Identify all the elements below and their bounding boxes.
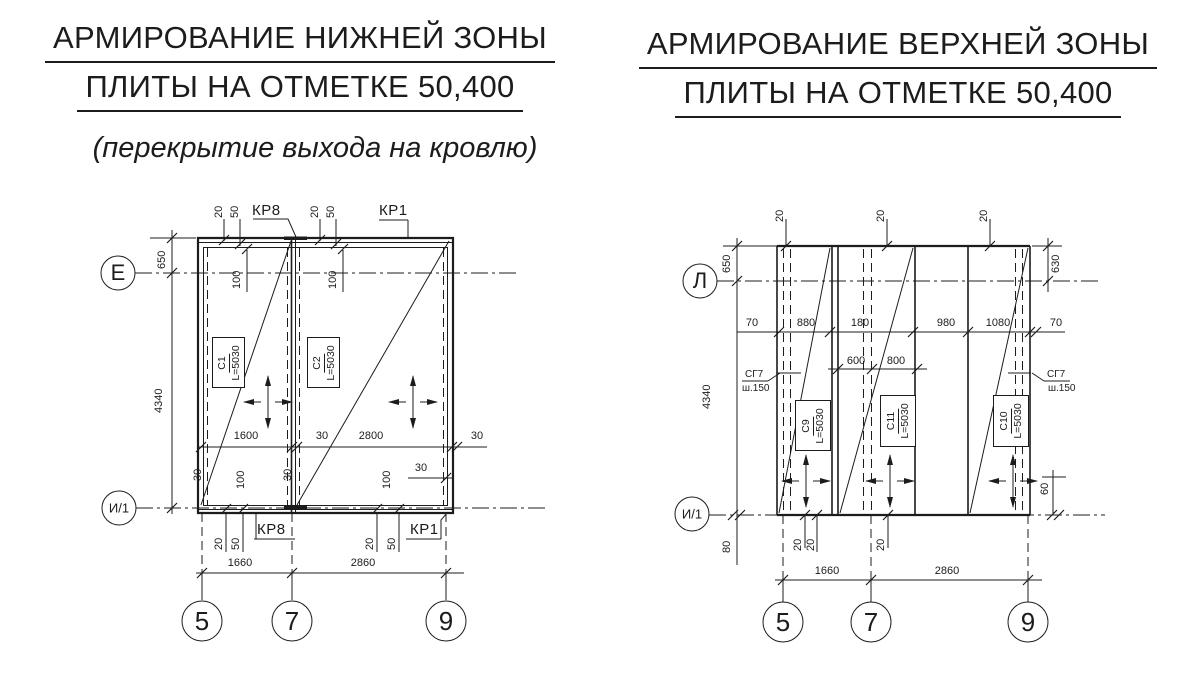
dim-30-label: 30	[192, 468, 204, 481]
dim-980-label: 980	[936, 317, 956, 329]
dim-70-label: 70	[1049, 317, 1063, 329]
left-title: АРМИРОВАНИЕ НИЖНЕЙ ЗОНЫ ПЛИТЫ НА ОТМЕТКЕ…	[40, 20, 560, 112]
grid-axis-label-i1: И/1	[108, 500, 130, 516]
grid-axis-label-i1: И/1	[681, 506, 703, 522]
dim-20-label: 20	[805, 538, 817, 551]
left-title-line2: ПЛИТЫ НА ОТМЕТКЕ 50,400	[77, 69, 523, 112]
mesh-tag-c10: С10 L=5030	[993, 395, 1029, 447]
dim-4340-label: 4340	[153, 388, 165, 413]
dim-180-label: 180	[850, 317, 870, 329]
dim-20-label: 20	[792, 538, 804, 551]
dim-630-label: 630	[1050, 254, 1062, 273]
mesh-mark: С1	[215, 352, 230, 373]
dim-1660-label: 1660	[814, 565, 840, 577]
dim-100-label: 100	[235, 470, 247, 489]
mesh-length: L=5030	[899, 403, 911, 439]
rebar-mark-kr8-top: КР8	[252, 202, 281, 219]
left-plan-lines	[100, 218, 545, 642]
grid-axis-label-9: 9	[438, 606, 454, 636]
mesh-tag-c11: С11 L=5030	[880, 395, 916, 447]
dim-2860-label: 2860	[934, 565, 960, 577]
mesh-tag-c2: С2 L=5030	[307, 337, 340, 388]
mesh-length: L=5030	[1012, 403, 1024, 439]
mesh-tag-c9: С9 L=5030	[795, 400, 831, 451]
gasket-pitch-right: ш.150	[1048, 383, 1076, 394]
dim-1600-label: 1600	[233, 430, 259, 442]
mesh-mark: С2	[310, 352, 325, 373]
dim-50-label: 50	[229, 205, 241, 218]
dim-1660-label: 1660	[227, 557, 253, 569]
left-title-line1: АРМИРОВАНИЕ НИЖНЕЙ ЗОНЫ	[45, 20, 555, 63]
dim-650-label: 650	[721, 254, 733, 273]
right-title-line1: АРМИРОВАНИЕ ВЕРХНЕЙ ЗОНЫ	[638, 26, 1158, 69]
mesh-mark: С10	[998, 408, 1012, 434]
left-subtitle: (перекрытие выхода на кровлю)	[92, 132, 538, 164]
gasket-mark-sg7-right: СГ7	[1047, 369, 1066, 380]
dim-30-label: 30	[282, 468, 294, 481]
grid-axis-label-7: 7	[284, 606, 300, 636]
right-plan-lines	[674, 219, 1105, 643]
mesh-mark: С9	[800, 415, 814, 436]
rebar-mark-kr1-top: КР1	[379, 202, 408, 219]
rebar-mark-kr1-bottom: КР1	[410, 521, 439, 538]
dim-100-label: 100	[381, 470, 393, 489]
mesh-mark: С11	[885, 408, 899, 434]
dim-50-label: 50	[230, 537, 242, 550]
mesh-tag-c1: С1 L=5030	[212, 337, 245, 388]
dim-20-label: 20	[978, 209, 990, 222]
dim-20-label: 20	[875, 209, 887, 222]
dim-2800-label: 2800	[358, 430, 384, 442]
right-title-line2: ПЛИТЫ НА ОТМЕТКЕ 50,400	[675, 75, 1121, 118]
dim-20-label: 20	[213, 205, 225, 218]
dim-30-label: 30	[470, 430, 484, 442]
gasket-mark-sg7-left: СГ7	[745, 369, 764, 380]
grid-axis-label-l: Л	[692, 268, 708, 293]
right-title: АРМИРОВАНИЕ ВЕРХНЕЙ ЗОНЫ ПЛИТЫ НА ОТМЕТК…	[628, 26, 1168, 118]
grid-axis-label-e: Е	[110, 260, 126, 285]
dim-70-label: 70	[745, 317, 759, 329]
dim-20-label: 20	[774, 209, 786, 222]
grid-axis-label-5: 5	[775, 607, 791, 637]
dim-20-label: 20	[213, 537, 225, 550]
dim-60-label: 60	[1039, 482, 1051, 495]
mesh-length: L=5030	[324, 344, 337, 381]
grid-axis-label-5: 5	[194, 606, 210, 636]
dim-800-label: 800	[886, 355, 906, 367]
dim-100-label: 100	[231, 270, 243, 289]
dim-50-label: 50	[325, 205, 337, 218]
dim-1080-label: 1080	[985, 317, 1011, 329]
dim-600-label: 600	[846, 355, 866, 367]
grid-axis-label-7: 7	[863, 607, 879, 637]
dim-20-label: 20	[309, 205, 321, 218]
dim-4340-label: 4340	[701, 384, 713, 409]
dim-80-label: 80	[721, 540, 733, 553]
dim-650-label: 650	[156, 250, 168, 269]
mesh-length: L=5030	[229, 344, 242, 381]
dim-30-label: 30	[414, 462, 428, 474]
rebar-mark-kr8-bottom: КР8	[257, 521, 286, 538]
dim-20-label: 20	[875, 538, 887, 551]
dim-100-label: 100	[327, 270, 339, 289]
dim-50-label: 50	[386, 537, 398, 550]
grid-axis-label-9: 9	[1020, 607, 1036, 637]
dim-30-label: 30	[315, 430, 329, 442]
dim-20-label: 20	[364, 537, 376, 550]
gasket-pitch-left: ш.150	[742, 383, 770, 394]
dim-880-label: 880	[796, 317, 816, 329]
dim-2860-label: 2860	[350, 557, 376, 569]
mesh-length: L=5030	[814, 407, 826, 444]
